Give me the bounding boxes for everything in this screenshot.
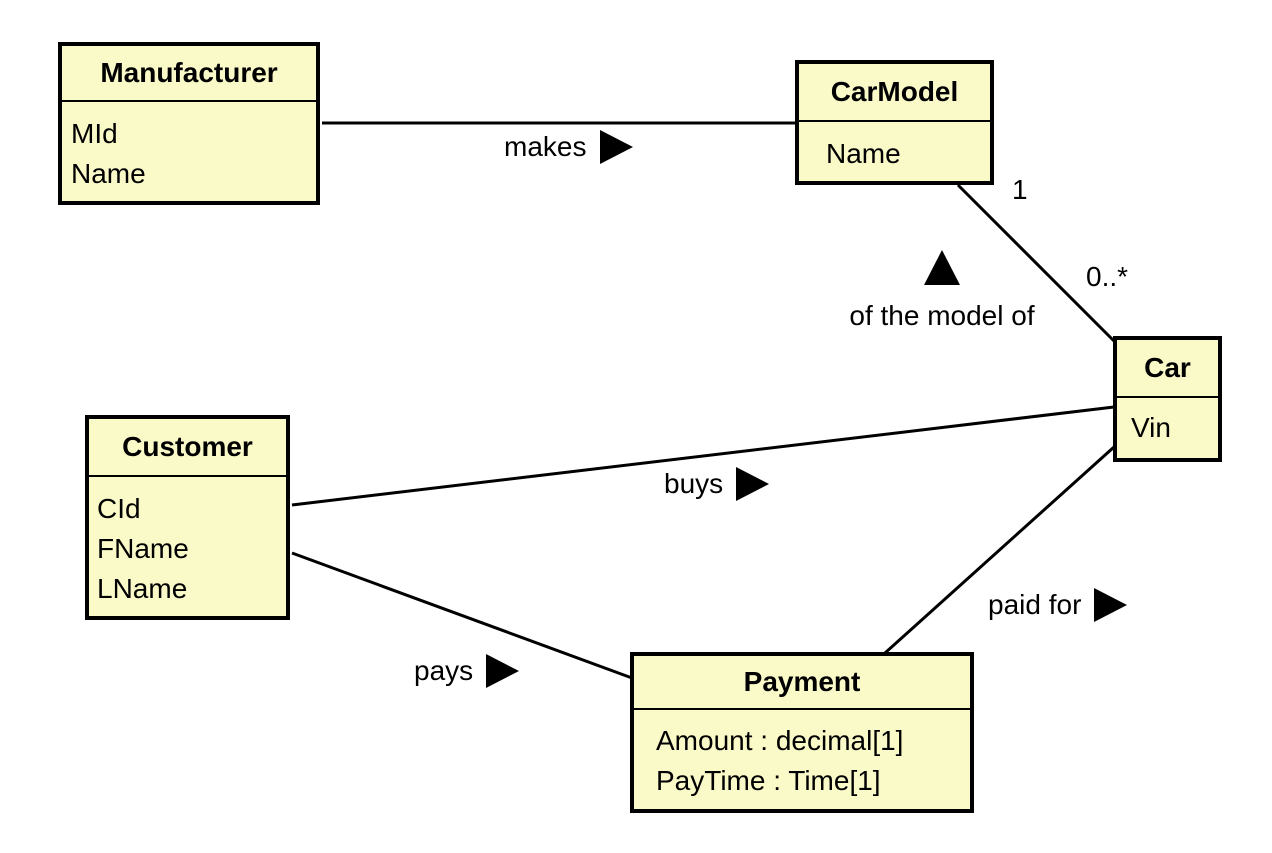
right-arrow-icon: [486, 654, 520, 688]
attribute: Name: [826, 138, 901, 169]
class-attributes: CId FName LName: [89, 477, 286, 609]
multiplicity-car-end: 0..*: [1086, 261, 1129, 292]
association-label-text: pays: [414, 655, 474, 686]
association-label-buys: buys: [664, 467, 770, 501]
association-label-text: buys: [664, 468, 724, 499]
right-arrow-icon: [1094, 588, 1128, 622]
association-line-paid-for: [883, 445, 1116, 655]
attribute: MId: [71, 118, 118, 149]
association-label-paid-for: paid for: [988, 588, 1128, 622]
class-title: CarModel: [799, 64, 990, 122]
class-manufacturer: Manufacturer MId Name: [58, 42, 320, 205]
up-arrow-icon: [924, 250, 960, 285]
attribute: Vin: [1131, 412, 1171, 443]
attribute: PayTime : Time[1]: [656, 765, 881, 796]
right-arrow-icon: [600, 130, 634, 164]
association-label-text: makes: [504, 131, 587, 162]
class-title: Customer: [89, 419, 286, 477]
attribute: Name: [71, 158, 146, 189]
association-line-of-the-model-of: [956, 183, 1116, 343]
class-attributes: Name: [799, 122, 990, 174]
association-label-makes: makes: [504, 130, 634, 164]
class-customer: Customer CId FName LName: [85, 415, 290, 620]
class-payment: Payment Amount : decimal[1] PayTime : Ti…: [630, 652, 974, 813]
attribute: Amount : decimal[1]: [656, 725, 904, 756]
class-attributes: Vin: [1117, 398, 1218, 448]
association-label-text: of the model of: [849, 300, 1035, 331]
association-line-buys: [291, 405, 1115, 507]
class-title: Car: [1117, 340, 1218, 398]
association-label-of-the-model-of: of the model of: [831, 250, 1053, 332]
class-car: Car Vin: [1113, 336, 1222, 462]
multiplicity-carmodel-end: 1: [1012, 174, 1028, 205]
class-title: Payment: [634, 656, 970, 710]
attribute: CId: [97, 493, 141, 524]
class-title: Manufacturer: [62, 46, 316, 102]
class-attributes: Amount : decimal[1] PayTime : Time[1]: [634, 710, 970, 801]
class-attributes: MId Name: [62, 102, 316, 194]
association-label-text: paid for: [988, 589, 1082, 620]
attribute: LName: [97, 573, 188, 604]
association-line-pays: [291, 551, 633, 680]
right-arrow-icon: [736, 467, 770, 501]
class-carmodel: CarModel Name: [795, 60, 994, 185]
attribute: FName: [97, 533, 189, 564]
association-label-pays: pays: [414, 654, 520, 688]
